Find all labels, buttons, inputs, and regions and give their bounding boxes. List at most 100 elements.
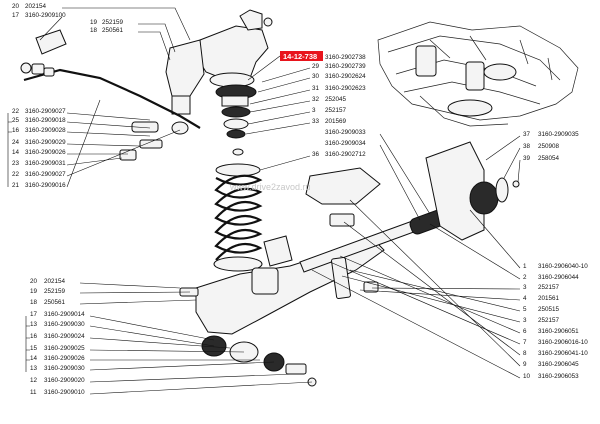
callout-part-code: 252045	[325, 96, 347, 103]
callout-number: 17	[12, 12, 20, 19]
callout-number: 22	[12, 171, 20, 178]
leader	[66, 99, 101, 188]
callout-part-code: 3160-2909031	[25, 160, 66, 167]
leader	[247, 55, 281, 81]
callout-part-code: 3160-2906053	[538, 373, 579, 380]
chassis-inset-drawing	[377, 21, 579, 127]
callout-part-code: 258054	[538, 155, 560, 162]
upper-spring-mount	[165, 9, 273, 115]
leader	[89, 325, 215, 347]
leader	[247, 111, 311, 125]
callout-number: 19	[30, 288, 38, 295]
callout-part-code: 250561	[44, 299, 66, 306]
callout-part-code: 3160-2909030	[44, 321, 85, 328]
leader	[311, 269, 521, 379]
callout-number: 39	[523, 155, 531, 162]
callout-number: 20	[12, 3, 20, 10]
callout-number: 37	[523, 131, 531, 138]
callout-part-code: 3160-2909014	[44, 311, 85, 318]
callout-part-code: 3160-2909034	[325, 140, 366, 147]
callout-number: 19	[90, 19, 98, 26]
callout-number: 3	[523, 317, 527, 324]
callout-number: 32	[312, 96, 320, 103]
callout-part-code: 3160-2902624	[325, 73, 366, 80]
callout-number: 33	[312, 118, 320, 125]
leader	[79, 291, 191, 294]
leader	[349, 199, 521, 367]
callout-number: 29	[312, 63, 320, 70]
callout-part-code: 3160-2906051	[538, 328, 579, 335]
bump-stop-stack	[209, 72, 257, 156]
leader	[261, 67, 311, 83]
leader	[469, 209, 521, 269]
badge-text: 14-12-738	[283, 52, 317, 61]
callout-part-code: 252157	[538, 317, 560, 324]
callout-part-code: 250561	[102, 27, 124, 34]
callout-number: 7	[523, 339, 527, 346]
leader	[343, 221, 521, 356]
callout-part-code: 3160-2909026	[44, 355, 85, 362]
callout-part-code: 3160-2902712	[325, 151, 366, 158]
callout-part-code: 3160-2902738	[325, 54, 366, 61]
leader	[66, 157, 123, 166]
callout-part-code: 201561	[538, 295, 560, 302]
coil-spring	[213, 163, 263, 272]
leader-lines	[7, 7, 521, 395]
leader	[66, 143, 141, 147]
callout-number: 31	[312, 85, 320, 92]
callout-number: 1	[523, 263, 527, 270]
callout-number: 6	[523, 328, 527, 335]
leader	[249, 100, 311, 113]
callout-part-code: 3160-2909024	[44, 333, 85, 340]
leader	[485, 135, 521, 161]
callout-part-code: 3160-2906041-10	[538, 350, 588, 357]
callout-part-code: 202154	[44, 278, 66, 285]
leader	[379, 133, 431, 215]
leader	[359, 289, 521, 301]
steering-knuckle	[305, 141, 520, 241]
callout-part-code: 3160-2909020	[44, 377, 85, 384]
callout-number: 14	[30, 355, 38, 362]
callout-part-code: 3160-2909035	[538, 131, 579, 138]
leader	[249, 89, 311, 105]
callout-number: 3	[523, 284, 527, 291]
callout-number: 24	[12, 139, 20, 146]
callout-number: 20	[30, 278, 38, 285]
callout-part-code: 3160-2909026	[25, 149, 66, 156]
callout-part-code: 3160-2909027	[25, 108, 66, 115]
watermark-text: www.drive2zavod.ru	[229, 182, 311, 192]
callout-number: 38	[523, 143, 531, 150]
callout-part-code: 252159	[44, 288, 66, 295]
leader	[379, 144, 421, 221]
callout-number: 18	[90, 27, 98, 34]
callout-number: 14	[12, 149, 20, 156]
callout-number: 22	[12, 108, 20, 115]
callout-part-code: 201569	[325, 118, 347, 125]
left-top-bracket	[7, 113, 12, 187]
callout-number: 13	[30, 321, 38, 328]
callout-part-code: 3160-2902623	[325, 85, 366, 92]
callout-part-code: 252157	[325, 107, 347, 114]
callout-number: 13	[30, 365, 38, 372]
callout-number: 5	[523, 306, 527, 313]
callout-number: 18	[30, 299, 38, 306]
leader	[257, 77, 311, 93]
callout-number: 36	[312, 151, 320, 158]
callout-part-code: 3160-2906016-10	[538, 339, 588, 346]
callout-part-code: 252159	[102, 19, 124, 26]
callout-part-code: 3160-2902739	[325, 63, 366, 70]
part-number-badge: 14-12-738	[280, 51, 323, 61]
callout-part-code: 252157	[538, 284, 560, 291]
leader	[245, 122, 311, 135]
callout-part-code: 250515	[538, 306, 560, 313]
callout-number: 11	[30, 389, 37, 396]
stabilizer-bar	[20, 29, 201, 161]
callout-part-code: 3160-2909027	[25, 171, 66, 178]
leader	[429, 223, 521, 280]
callout-part-code: 3160-2909018	[25, 117, 66, 124]
callout-part-code: 3160-2909025	[44, 345, 85, 352]
callout-part-code: 3160-2909028	[25, 127, 66, 134]
callout-number: 12	[30, 377, 38, 384]
